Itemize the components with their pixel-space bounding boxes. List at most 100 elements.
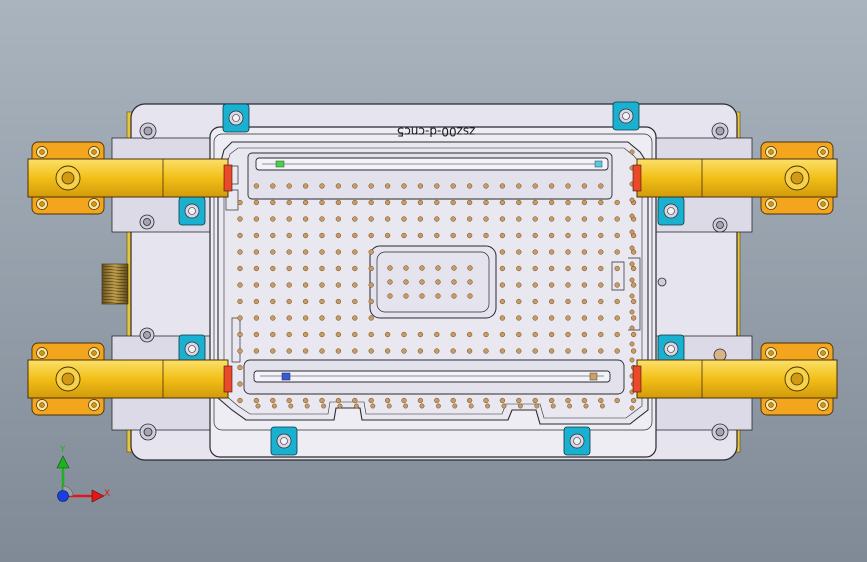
locating-pin [384,397,391,404]
locating-pin [598,199,604,206]
locating-pin [237,216,243,222]
locating-pin [499,298,506,305]
locating-pin [270,199,276,206]
locating-pin [286,331,292,338]
locating-pin [335,298,342,305]
locating-pin [450,216,456,222]
locating-pin [352,199,358,206]
locating-pin [255,403,261,409]
locating-pin [352,282,358,288]
locating-pin [286,232,292,239]
locating-pin [253,298,260,305]
locating-pin [466,232,473,239]
locating-pin [335,216,342,222]
locating-pin [270,397,276,404]
locating-pin [253,249,260,255]
locating-pin [417,232,424,239]
swing-clamp [27,141,233,215]
locating-pin [499,315,506,321]
locating-pin [253,183,260,189]
axis-x-label: X [104,489,110,499]
locating-pin [629,341,635,347]
locating-pin [516,348,522,354]
locating-pin [598,298,604,305]
locating-pin [614,348,620,354]
locating-pin [335,249,342,255]
locating-pin [384,331,391,338]
locating-pin [335,331,342,338]
locating-pin [581,199,588,206]
locating-pin [629,309,635,315]
locating-pin [302,331,309,338]
locating-pin [483,331,489,338]
locating-pin [352,265,358,272]
locating-pin [581,315,588,321]
locating-pin [483,199,489,206]
locating-pin [629,197,635,203]
locating-pin [467,293,473,299]
part-label: zsz00-d-cnc5 [397,125,476,139]
locating-pin [288,403,294,409]
locating-pin [286,199,292,206]
locating-pin [598,232,604,239]
locating-pin [335,282,342,288]
locating-pin [417,331,424,338]
locating-pin [237,249,243,255]
locating-pin [565,232,571,239]
locating-pin [517,403,523,409]
locating-pin [253,199,260,206]
locating-pin [581,183,588,189]
locating-pin [516,397,522,404]
locating-pin [319,183,325,189]
locating-pin [532,298,538,305]
locating-pin [286,249,292,255]
locating-pin [435,265,441,271]
locating-pin [614,397,620,404]
locating-pin [598,282,604,288]
locating-pin [599,403,605,409]
locating-pin [614,199,620,206]
locating-pin [614,315,620,321]
locating-pin [451,293,457,299]
locating-pin [629,405,635,411]
locating-pin [614,249,620,255]
locating-pin [270,315,276,321]
locating-pin [401,397,407,404]
locating-pin [630,397,637,404]
locating-pin [581,397,588,404]
locating-pin [565,265,571,272]
locating-pin [352,249,358,255]
locating-pin [450,331,456,338]
locating-pin [483,348,489,354]
locating-pin [598,397,604,404]
locating-pin [335,315,342,321]
teal-bushing [612,101,640,131]
locating-pin [434,331,440,338]
locating-pin [417,199,424,206]
teal-bushing [178,196,206,226]
fixture-plate-inner-edge [213,133,653,431]
locating-pin [403,265,409,271]
locating-pin [630,331,637,338]
locating-pin [532,216,538,222]
locating-pin [270,348,276,354]
locating-pin [614,298,620,305]
locating-pin [550,403,556,409]
locating-pin [302,216,309,222]
locating-pin [548,265,555,272]
teal-bushing [178,334,206,364]
locating-pin [401,216,407,222]
locating-pin [548,348,555,354]
locating-pin [614,265,620,272]
locating-pin [368,216,374,222]
locating-pin [565,331,571,338]
locating-pin [302,265,309,272]
locating-pin [565,397,571,404]
locating-pin [286,216,292,222]
locating-pin [319,331,325,338]
locating-pin [434,348,440,354]
base-small-hole [657,277,667,287]
locating-pin [499,331,506,338]
locating-pin [417,183,424,189]
